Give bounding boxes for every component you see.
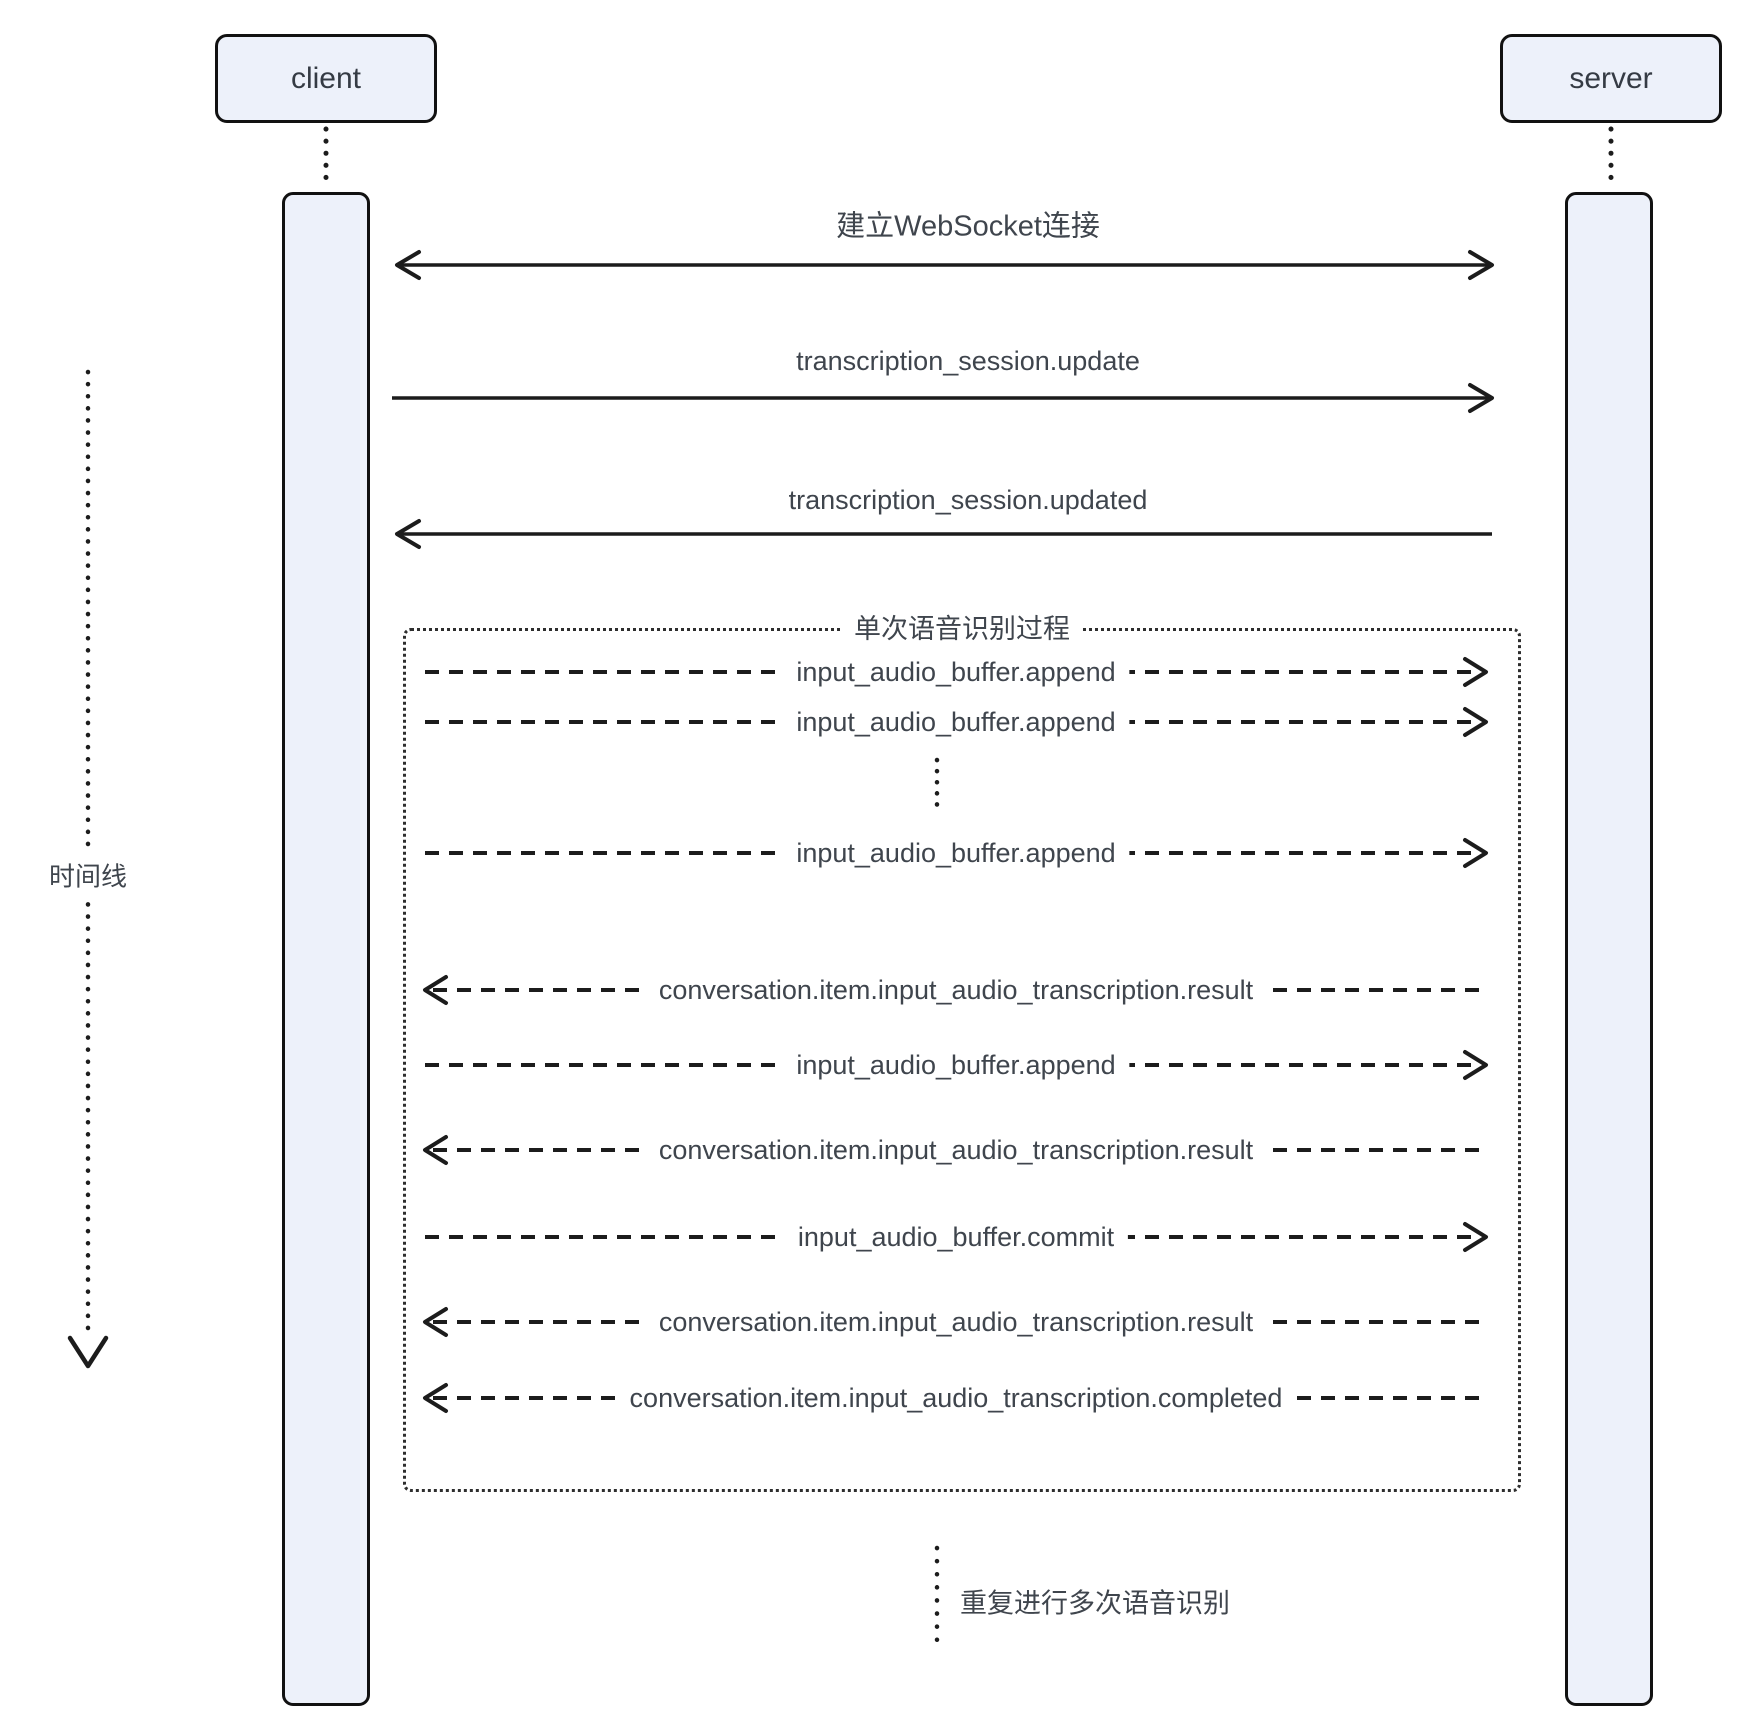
message-arrow-result-1 <box>423 975 1487 1005</box>
message-arrow-append-1 <box>425 657 1488 687</box>
arrowhead-left-icon <box>423 1135 448 1165</box>
timeline-arrowhead-down-icon <box>67 1335 109 1369</box>
arrowhead-right-icon <box>1468 383 1494 413</box>
timeline-label: 时间线 <box>45 853 131 901</box>
message-arrow-completed <box>423 1383 1487 1413</box>
actor-server-label: server <box>1569 61 1653 95</box>
message-arrow-session-updated <box>395 519 1492 549</box>
arrowhead-left-icon <box>423 1383 448 1413</box>
message-label-append-4: input_audio_buffer.append <box>782 1046 1130 1084</box>
server-activation-bar <box>1565 192 1653 1706</box>
message-label-session-update: transcription_session.update <box>796 345 1140 376</box>
arrowhead-left-icon <box>395 519 421 549</box>
message-arrow-commit <box>425 1222 1488 1252</box>
message-label-result-1: conversation.item.input_audio_transcript… <box>644 971 1268 1009</box>
repeat-note-label: 重复进行多次语音识别 <box>960 1588 1230 1619</box>
arrowhead-left-icon <box>423 1307 448 1337</box>
message-arrow-result-3 <box>423 1307 1487 1337</box>
message-label-append-1: input_audio_buffer.append <box>782 653 1130 691</box>
message-arrow-append-3 <box>425 838 1488 868</box>
actor-client: client <box>215 34 437 123</box>
message-arrow-append-2 <box>425 707 1488 737</box>
arrowhead-right-icon <box>1463 707 1488 737</box>
message-label-result-2: conversation.item.input_audio_transcript… <box>644 1131 1268 1169</box>
message-arrow-result-2 <box>423 1135 1487 1165</box>
actor-server: server <box>1500 34 1722 123</box>
arrowhead-left-icon <box>423 975 448 1005</box>
message-label-websocket: 建立WebSocket连接 <box>836 210 1100 243</box>
client-activation-bar <box>282 192 370 1706</box>
arrowhead-right-icon <box>1463 1050 1488 1080</box>
arrowhead-right-icon <box>1463 1222 1488 1252</box>
message-label-session-updated: transcription_session.updated <box>788 484 1148 515</box>
message-label-commit: input_audio_buffer.commit <box>783 1218 1129 1256</box>
message-arrow-session-update <box>392 383 1494 413</box>
message-label-completed: conversation.item.input_audio_transcript… <box>615 1379 1297 1417</box>
arrowhead-left-icon <box>395 250 421 280</box>
arrowhead-right-icon <box>1463 838 1488 868</box>
message-label-append-2: input_audio_buffer.append <box>782 703 1130 741</box>
message-label-append-3: input_audio_buffer.append <box>782 834 1130 872</box>
arrowhead-right-icon <box>1468 250 1494 280</box>
message-label-result-3: conversation.item.input_audio_transcript… <box>644 1303 1268 1341</box>
message-arrow-append-4 <box>425 1050 1488 1080</box>
fragment-messages-arrows <box>423 657 1488 1413</box>
actor-client-label: client <box>290 61 362 95</box>
arrowhead-right-icon <box>1463 657 1488 687</box>
fragment-title: 单次语音识别过程 <box>842 612 1082 646</box>
message-arrow-websocket <box>395 250 1494 280</box>
